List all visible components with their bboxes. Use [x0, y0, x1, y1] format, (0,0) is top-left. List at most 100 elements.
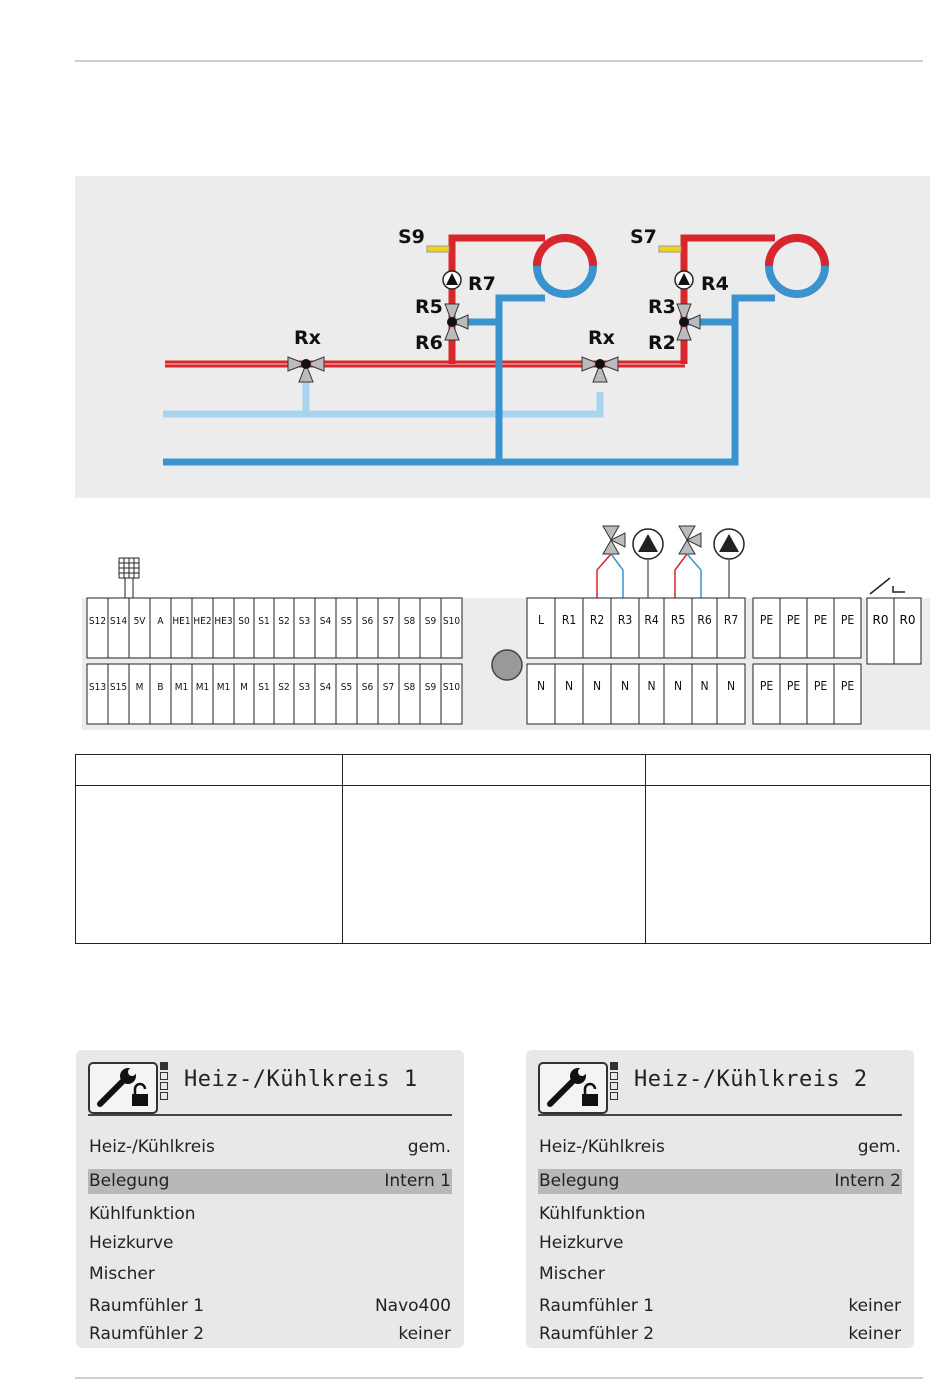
sensor-terminal-label: S2	[278, 616, 289, 627]
relay-terminal-label: L	[538, 613, 544, 627]
terminal-screw-icon	[491, 649, 523, 681]
menu-row-label: Belegung	[89, 1171, 170, 1191]
pe-terminal-cell	[779, 663, 808, 725]
menu-row-value: gem.	[407, 1137, 451, 1157]
pe-terminal-cell	[833, 663, 862, 725]
relay-terminal-label: R6	[697, 613, 712, 627]
menu-row-label: Heizkurve	[89, 1233, 174, 1253]
mixer-open-label-c2: R3	[648, 296, 676, 318]
menu-row-value: Intern 2	[834, 1171, 901, 1191]
sensor-terminal-cell	[253, 663, 275, 725]
sensor-terminal-cell	[149, 663, 172, 725]
sensor-terminal-label: S9	[425, 682, 437, 693]
relay-terminal-cell	[610, 597, 640, 659]
room-sensor-icon	[118, 557, 140, 600]
valve-label-rx2: Rx	[588, 327, 615, 349]
relay-switch-icon	[869, 577, 905, 595]
menu-row-label: Raumfühler 1	[539, 1296, 655, 1316]
menu-row[interactable]: Heiz-/Kühlkreis gem.	[538, 1135, 902, 1160]
menu-row-label: Heiz-/Kühlkreis	[539, 1137, 665, 1157]
relay-terminal-label: N	[565, 679, 573, 693]
sensor-terminal-label: S8	[404, 616, 416, 627]
sensor-terminal-cell	[293, 663, 316, 725]
relay-terminal-cell	[663, 663, 693, 725]
menu-row[interactable]: Heizkurve	[88, 1231, 452, 1256]
sensor-terminal-label: M1	[217, 682, 231, 693]
relay-terminal-label: N	[593, 679, 601, 693]
pe-terminal-cell	[752, 597, 781, 659]
hydraulic-svg: S9 S7 R7 R5 R6 R4 R3 R2 Rx Rx	[163, 226, 829, 466]
menu-row-label: Heizkurve	[539, 1233, 624, 1253]
info-table-header	[76, 755, 930, 786]
sensor-terminal-cell	[398, 663, 421, 725]
sensor-terminal-label: S15	[110, 682, 127, 693]
sensor-terminal-cell	[149, 597, 172, 659]
sensor-terminal-cell	[233, 597, 255, 659]
pe-terminal-cell	[833, 597, 862, 659]
sensor-terminal-cell	[128, 597, 151, 659]
sensor-terminal-label: B	[157, 682, 163, 693]
sensor-terminal-cell	[86, 663, 109, 725]
menu-row[interactable]: Mischer	[88, 1262, 452, 1287]
sensor-label-s9: S9	[398, 226, 425, 248]
hydraulic-diagram: S9 S7 R7 R5 R6 R4 R3 R2 Rx Rx	[75, 176, 930, 498]
sensor-terminal-cell	[377, 663, 400, 725]
relay-terminal-label: N	[727, 679, 735, 693]
info-table-divider-1	[342, 755, 343, 943]
sensor-terminal-cell	[356, 597, 379, 659]
sensor-terminal-cell	[419, 663, 442, 725]
menu-row[interactable]: Heiz-/Kühlkreis gem.	[88, 1135, 452, 1160]
menu-row-label: Kühlfunktion	[89, 1204, 196, 1224]
relay-terminal-cell	[716, 663, 746, 725]
sensor-terminal-label: S1	[258, 682, 269, 693]
menu-row[interactable]: Heizkurve	[538, 1231, 902, 1256]
pe-terminal-label: PE	[814, 679, 828, 693]
relay-terminal-cell	[691, 597, 718, 659]
menu-row[interactable]: Mischer	[538, 1262, 902, 1287]
sensor-terminal-cell	[170, 597, 193, 659]
pe-terminal-label: PE	[760, 679, 774, 693]
terminal-svg: S12S13S14S155VMABHE1M1HE2M1HE3M1S0MS1S1S…	[82, 525, 930, 730]
sensor-terminal-label: S5	[341, 616, 352, 627]
sensor-terminal-cell	[314, 663, 337, 725]
sensor-terminal-cell	[377, 597, 400, 659]
sensor-terminal-cell	[212, 597, 235, 659]
sensor-terminal-cell	[314, 597, 337, 659]
relay-terminal-cell	[663, 597, 693, 659]
sensor-terminal-cell	[335, 663, 358, 725]
relay-terminal-cell	[554, 663, 584, 725]
info-table	[75, 754, 931, 944]
sensor-terminal-label: S14	[110, 616, 127, 627]
menu-row-value: gem.	[857, 1137, 901, 1157]
menu-row-label: Kühlfunktion	[539, 1204, 646, 1224]
menu-row[interactable]: Kühlfunktion	[538, 1202, 902, 1227]
menu-row-label: Mischer	[89, 1264, 155, 1284]
sensor-terminal-label: S3	[299, 682, 310, 693]
sensor-terminal-label: S0	[238, 616, 250, 627]
sensor-terminal-label: S6	[362, 616, 374, 627]
sensor-terminal-cell	[170, 663, 193, 725]
relay-terminal-cell	[582, 663, 612, 725]
relay-terminal-cell	[691, 663, 718, 725]
sensor-terminal-label: M1	[196, 682, 210, 693]
relay-terminal-label: R5	[671, 613, 685, 627]
mixer-close-label-c1: R6	[415, 332, 443, 354]
sensor-terminal-label: S7	[383, 616, 394, 627]
relay-terminal-cell	[716, 597, 746, 659]
sensor-terminal-cell	[86, 597, 109, 659]
relay-terminal-label: N	[647, 679, 655, 693]
menu-row[interactable]: Kühlfunktion	[88, 1202, 452, 1227]
sensor-terminal-label: M1	[175, 682, 189, 693]
pe-terminal-label: PE	[841, 613, 855, 627]
pe-terminal-cell	[806, 663, 835, 725]
info-table-divider-2	[645, 755, 646, 943]
menu-row-label: Heiz-/Kühlkreis	[89, 1137, 215, 1157]
